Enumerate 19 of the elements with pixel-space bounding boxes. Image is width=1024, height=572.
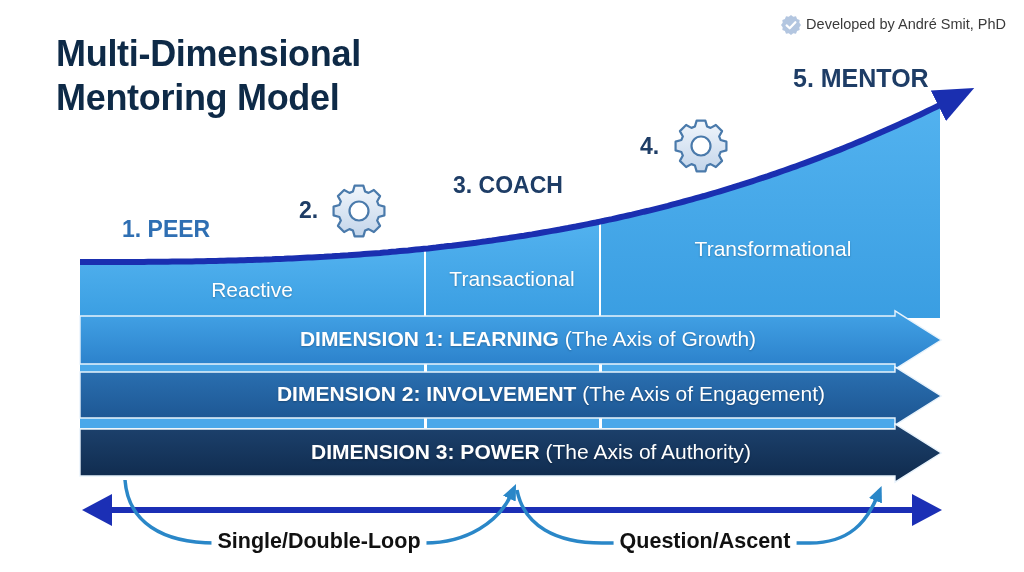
stage-label: 2. <box>299 197 319 224</box>
curved-arrow <box>80 87 975 265</box>
stage-label: 4. <box>640 133 660 160</box>
diagram-title: Multi-Dimensional Mentoring Model <box>56 32 362 120</box>
band-label: DIMENSION 3: POWER (The Axis of Authority) <box>311 439 751 464</box>
credit-line: Developed by André Smit, PhD <box>806 16 1006 33</box>
band-label: DIMENSION 2: INVOLVEMENT (The Axis of Engagement) <box>276 382 826 407</box>
loop-label: Question/Ascent <box>613 529 797 554</box>
arrow-band <box>80 310 942 372</box>
segment-label: Transformational <box>694 237 852 262</box>
stage-label: 1. PEER <box>122 216 211 243</box>
band-label: DIMENSION 1: LEARNING (The Axis of Growth) <box>299 327 757 352</box>
stage-label: 5. MENTOR <box>793 64 929 93</box>
segment-label: Transactional <box>449 267 575 292</box>
stage-label: 3. COACH <box>453 172 563 199</box>
segment-label: Reactive <box>211 278 293 303</box>
arrow-band <box>80 423 942 483</box>
loop-label: Single/Double-Loop <box>211 529 427 554</box>
arrow-band <box>80 366 942 428</box>
